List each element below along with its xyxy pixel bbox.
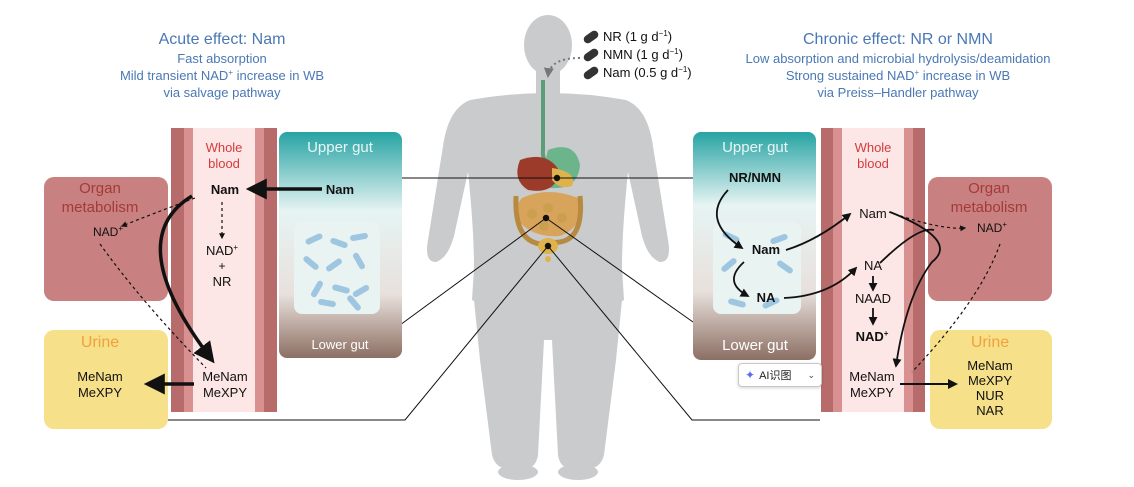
chronic-line2: Strong sustained NAD+ increase in WB xyxy=(786,68,1010,83)
left-blood-nam: Nam xyxy=(211,182,239,197)
dose-nam: Nam (0.5 g d−1) xyxy=(603,65,692,80)
left-pathway-labels: Nam NAD+ + NR MeNam MeXPY NAD+ xyxy=(93,182,248,400)
right-urine-nur: NUR xyxy=(976,388,1004,403)
dose-list: NR (1 g d−1) NMN (1 g d−1) Nam (0.5 g d−… xyxy=(543,29,692,80)
acute-line3: via salvage pathway xyxy=(163,85,281,100)
left-blood-nr: NR xyxy=(213,274,232,289)
left-organ-nad: NAD+ xyxy=(93,224,123,239)
left-urine-box: Urine MeNam MeXPY xyxy=(44,330,168,429)
right-blood-label: Whole xyxy=(855,140,892,155)
chronic-line3: via Preiss–Handler pathway xyxy=(817,85,979,100)
right-organ-nad: NAD+ xyxy=(977,220,1007,235)
right-gut-box: Upper gut Lower gut NR/NMN Nam NA xyxy=(693,132,816,360)
right-blood-nam: Nam xyxy=(859,206,886,221)
sparkle-icon: ✦ xyxy=(745,368,756,382)
right-lower-gut-label: Lower gut xyxy=(722,337,789,354)
right-pathway-arrows xyxy=(716,189,1001,389)
left-organ-label: Organ xyxy=(79,180,121,197)
acute-line2: Mild transient NAD+ increase in WB xyxy=(120,68,324,83)
right-blood-mexpy: MeXPY xyxy=(850,385,894,400)
right-blood-na: NA xyxy=(864,258,882,273)
right-blood-vessel: Whole blood xyxy=(821,128,925,412)
left-urine-menam: MeNam xyxy=(77,369,123,384)
chronic-title: Chronic effect: NR or NMN xyxy=(803,31,993,48)
left-blood-vessel: Whole blood xyxy=(171,128,277,412)
acute-heading: Acute effect: Nam Fast absorption Mild t… xyxy=(120,31,324,100)
left-gut-nam: Nam xyxy=(326,182,354,197)
right-urine-title: Urine xyxy=(971,334,1009,351)
right-urine-nar: NAR xyxy=(976,403,1003,418)
left-organ-label-2: metabolism xyxy=(62,199,139,216)
pill-icon xyxy=(583,30,599,44)
right-gut-nr-nmn: NR/NMN xyxy=(729,170,781,185)
ai-recognize-button[interactable]: ✦ AI识图 ⌄ xyxy=(738,363,822,387)
right-gut-na: NA xyxy=(757,290,776,305)
left-blood-menam: MeNam xyxy=(202,369,248,384)
chevron-down-icon: ⌄ xyxy=(807,369,815,380)
pill-icon xyxy=(583,48,599,62)
left-lower-gut-label: Lower gut xyxy=(311,337,368,352)
left-organ-box: Organ metabolism xyxy=(44,177,168,301)
left-upper-gut-label: Upper gut xyxy=(307,139,374,156)
right-blood-naad: NAAD xyxy=(855,291,891,306)
right-upper-gut-label: Upper gut xyxy=(722,139,789,156)
dose-nmn: NMN (1 g d−1) xyxy=(603,47,683,62)
acute-line1: Fast absorption xyxy=(177,51,267,66)
right-urine-box: Urine MeNam MeXPY NUR NAR xyxy=(930,330,1052,429)
left-pathway-arrows xyxy=(99,178,322,395)
gut-bacteria-icon xyxy=(303,232,370,311)
pill-icon xyxy=(583,66,599,80)
chronic-line1: Low absorption and microbial hydrolysis/… xyxy=(746,51,1051,66)
acute-title: Acute effect: Nam xyxy=(159,31,286,48)
right-gut-nam: Nam xyxy=(752,242,780,257)
left-blood-label-2: blood xyxy=(208,156,240,171)
left-gut-box: Upper gut Lower gut Nam xyxy=(279,132,402,358)
right-urine-menam: MeNam xyxy=(967,358,1013,373)
dose-nr: NR (1 g d−1) xyxy=(603,29,672,44)
right-blood-menam: MeNam xyxy=(849,369,895,384)
ai-recognize-label: AI识图 xyxy=(759,370,792,382)
right-organ-label-2: metabolism xyxy=(951,199,1028,216)
left-blood-nad: NAD+ xyxy=(206,243,238,258)
right-blood-nad: NAD+ xyxy=(856,329,889,344)
left-plus: + xyxy=(218,259,225,273)
left-urine-title: Urine xyxy=(81,334,119,351)
right-organ-box: Organ metabolism NAD+ xyxy=(928,177,1052,301)
left-blood-mexpy: MeXPY xyxy=(203,385,247,400)
left-urine-mexpy: MeXPY xyxy=(78,385,122,400)
right-blood-label-2: blood xyxy=(857,156,889,171)
chronic-heading: Chronic effect: NR or NMN Low absorption… xyxy=(746,31,1051,100)
right-pathway-labels: Nam NA NAAD NAD+ MeNam MeXPY xyxy=(849,206,895,400)
right-organ-label: Organ xyxy=(968,180,1010,197)
connector-lines xyxy=(168,177,820,421)
left-blood-label: Whole xyxy=(206,140,243,155)
right-urine-mexpy: MeXPY xyxy=(968,373,1012,388)
